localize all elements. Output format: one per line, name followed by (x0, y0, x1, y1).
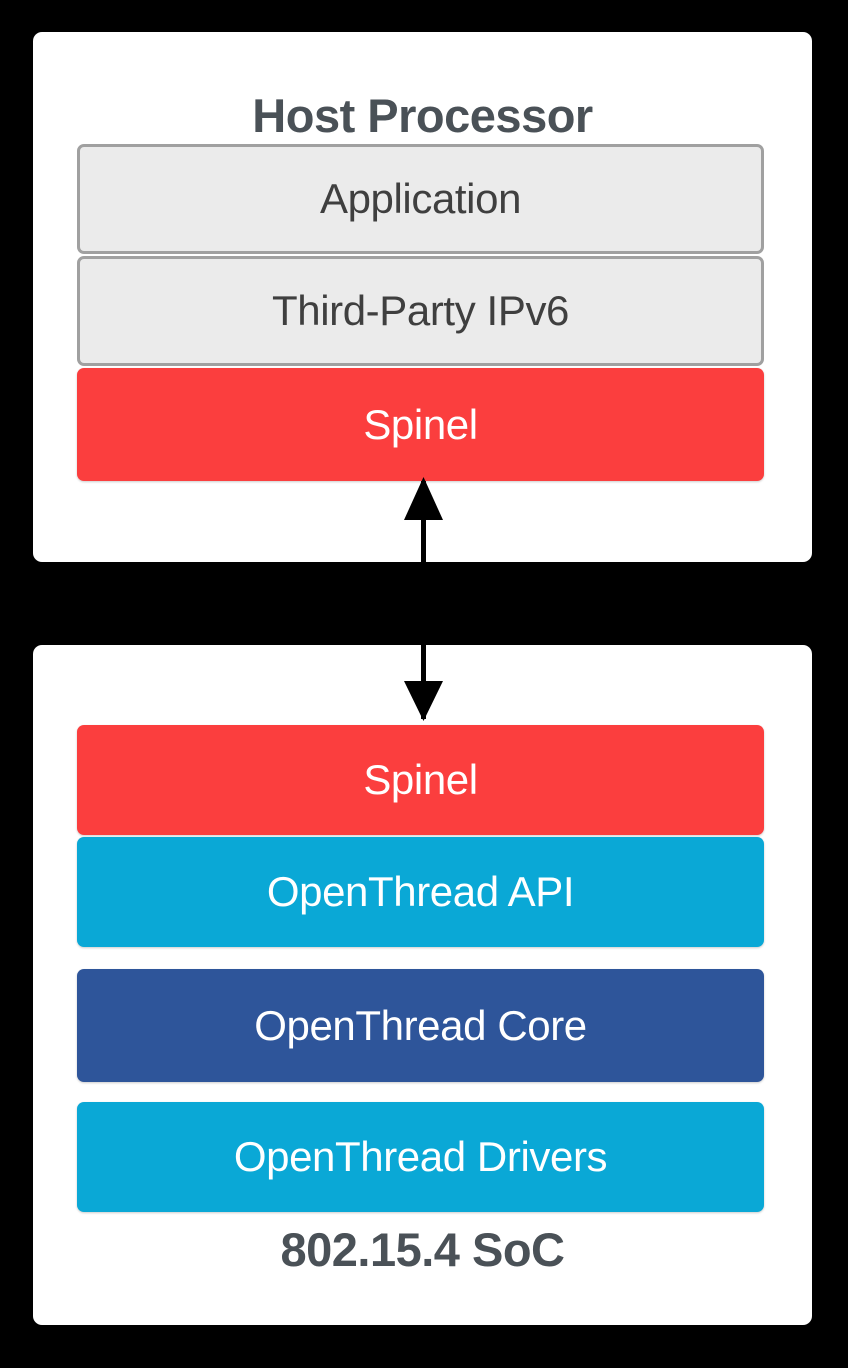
host-processor-title: Host Processor (252, 89, 593, 142)
soc-panel: Spinel OpenThread API OpenThread Core Op… (33, 645, 812, 1325)
soc-layer-stack: Spinel OpenThread API OpenThread Core Op… (77, 725, 764, 1212)
layer-application: Application (77, 144, 764, 254)
host-layer-stack: Application Third-Party IPv6 Spinel (77, 144, 764, 481)
host-processor-panel: Host Processor Application Third-Party I… (33, 32, 812, 562)
layer-third-party-ipv6-label: Third-Party IPv6 (271, 287, 569, 334)
layer-third-party-ipv6: Third-Party IPv6 (77, 256, 764, 366)
layer-openthread-api: OpenThread API (77, 837, 764, 947)
layer-host-spinel-label: Spinel (363, 400, 478, 448)
layer-host-spinel: Spinel (77, 368, 764, 481)
layer-soc-spinel: Spinel (77, 725, 764, 835)
layer-soc-spinel-label: Spinel (363, 756, 478, 803)
soc-title: 802.15.4 SoC (280, 1223, 565, 1276)
layer-application-label: Application (319, 175, 522, 222)
layer-openthread-drivers-label: OpenThread Drivers (233, 1133, 608, 1180)
layer-openthread-drivers: OpenThread Drivers (77, 1102, 764, 1212)
layer-openthread-core: OpenThread Core (77, 969, 764, 1082)
panel-gap-band (0, 562, 848, 645)
layer-openthread-core-label: OpenThread Core (254, 1001, 587, 1049)
layer-openthread-api-label: OpenThread API (266, 868, 575, 915)
